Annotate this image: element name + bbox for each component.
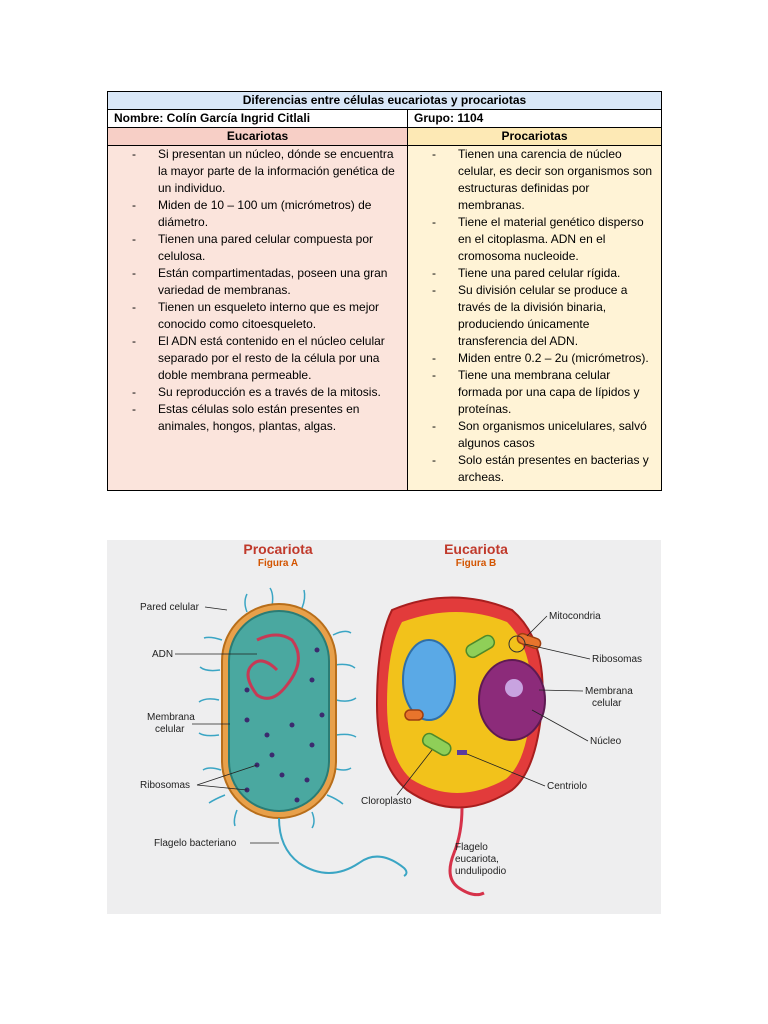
pro-title: Procariota [243,541,312,557]
student-row: Nombre: Colín García Ingrid Citlali Grup… [107,109,662,128]
label-celular: celular [155,724,185,735]
label-membrana-euk: Membrana [585,686,633,697]
label-pared-celular: Pared celular [140,602,200,613]
label-mitocondria: Mitocondria [549,611,601,622]
pro-flagellum [278,817,408,877]
list-item: Si presentan un núcleo, dónde se encuent… [114,146,401,197]
euk-mitochondria [516,632,542,650]
list-item: Su reproducción es a través de la mitosi… [114,384,401,401]
pro-cytoplasm [228,610,330,812]
euk-chloroplast-1 [465,634,496,659]
content-row: Si presentan un núcleo, dónde se encuent… [107,145,662,491]
euk-nucleus [478,659,546,741]
eukaryote-cell-illustration [375,596,546,897]
label-flagelo: Flagelo [455,842,488,853]
euk-vacuole [402,639,456,721]
column-header-row: Eucariotas Procariotas [107,127,662,146]
eucariotas-list: Si presentan un núcleo, dónde se encuent… [114,146,401,439]
list-item: Tienen un esqueleto interno que es mejor… [114,299,401,333]
list-item: El ADN está contenido en el núcleo celul… [114,333,401,384]
euk-title: Eucariota [444,541,508,557]
label-nucleo: Núcleo [590,736,622,747]
label-adn: ADN [152,649,173,660]
eucariotas-cell: Si presentan un núcleo, dónde se encuent… [107,145,408,491]
euk-labels: Mitocondria Ribosomas Membrana celular N… [361,611,642,877]
header-procariotas: Procariotas [407,127,662,146]
list-item: Tienen una carencia de núcleo celular, e… [414,146,655,214]
pro-dna [246,633,300,700]
student-group: Grupo: 1104 [407,109,662,128]
procariotas-list: Tienen una carencia de núcleo celular, e… [414,146,655,490]
procariotas-cell: Tienen una carencia de núcleo celular, e… [407,145,662,491]
label-celular-euk: celular [592,698,622,709]
list-item: Tiene una membrana celular formada por u… [414,367,655,418]
pro-labels: Pared celular ADN Membrana celular Ribos… [140,602,279,849]
euk-flagellum [448,807,485,897]
label-ribosomas: Ribosomas [140,780,190,791]
euk-subtitle: Figura B [456,558,497,569]
list-item: Su división celular se produce a través … [414,282,655,350]
student-name: Nombre: Colín García Ingrid Citlali [107,109,408,128]
table-title: Diferencias entre células eucariotas y p… [107,91,662,110]
list-item: Miden de 10 – 100 um (micrómetros) de di… [114,197,401,231]
euk-chloroplast-2 [421,732,452,757]
pili-icon [198,587,357,829]
list-item: Están compartimentadas, poseen una gran … [114,265,401,299]
label-undulipodio: undulipodio [455,866,507,877]
table-title-row: Diferencias entre células eucariotas y p… [107,91,662,110]
label-eucariota: eucariota, [455,854,499,865]
label-membrana: Membrana [147,712,195,723]
list-item: Tiene una pared celular rígida. [414,265,655,282]
list-item: Tiene el material genético disperso en e… [414,214,655,265]
cell-comparison-figure: Procariota Figura A Eucariota Figura B P… [107,540,661,914]
differences-table: Diferencias entre células eucariotas y p… [107,91,662,491]
label-flagelo-bacteriano: Flagelo bacteriano [154,838,237,849]
header-eucariotas: Eucariotas [107,127,408,146]
euk-centriole [457,750,467,755]
label-ribosomas-euk: Ribosomas [592,654,642,665]
euk-nucleolus [505,679,523,697]
list-item: Miden entre 0.2 – 2u (micrómetros). [414,350,655,367]
list-item: Son organismos unicelulares, salvó algun… [414,418,655,452]
euk-mitochondria-2 [404,709,424,721]
label-cloroplasto: Cloroplasto [361,796,412,807]
list-item: Estas células solo están presentes en an… [114,401,401,435]
label-centriolo: Centriolo [547,781,587,792]
prokaryote-cell-illustration [198,587,408,877]
pro-subtitle: Figura A [258,558,298,569]
list-item: Tienen una pared celular compuesta por c… [114,231,401,265]
list-item: Solo están presentes en bacterias y arch… [414,452,655,486]
